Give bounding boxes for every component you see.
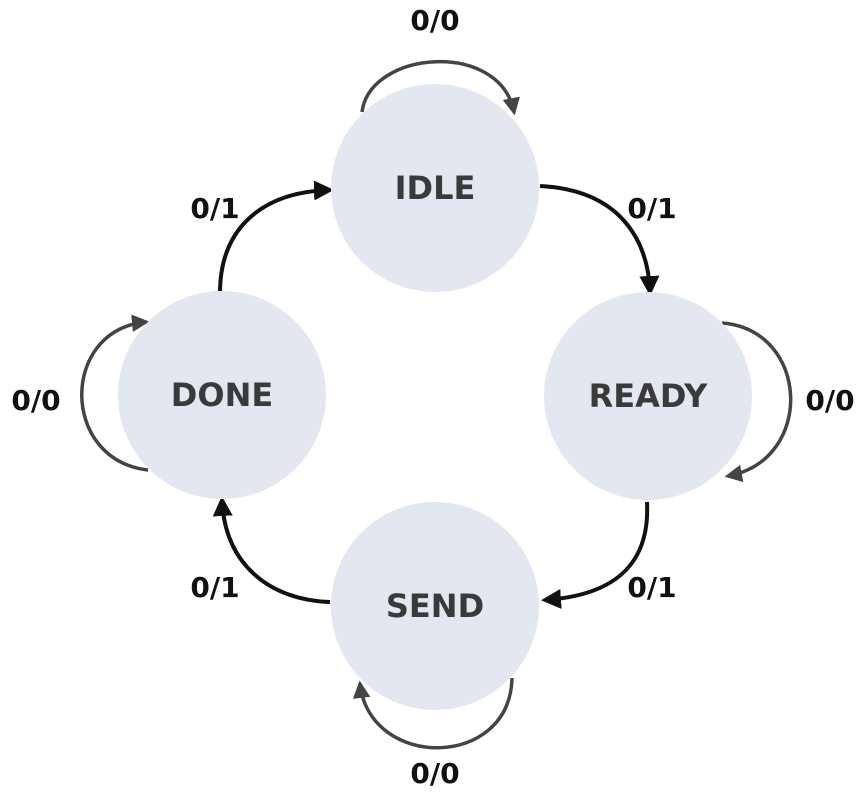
send-to-done-label: 0/1: [190, 571, 239, 604]
idle-to-ready-label: 0/1: [627, 192, 676, 225]
send-self-loop-arrow: [352, 677, 514, 750]
state-ready: READY: [544, 292, 752, 500]
send-self-label: 0/0: [410, 757, 459, 790]
state-idle: IDLE: [331, 84, 539, 292]
state-send: SEND: [331, 502, 539, 710]
done-to-idle-label: 0/1: [190, 192, 239, 225]
idle-self-label: 0/0: [410, 4, 459, 37]
state-done-label: DONE: [171, 376, 273, 414]
done-self-label: 0/0: [11, 384, 60, 417]
ready-self-loop-arrow: [721, 321, 793, 483]
ready-to-send-arrow: [541, 501, 650, 609]
send-to-done-arrow: [212, 496, 331, 604]
ready-to-send-label: 0/1: [627, 571, 676, 604]
state-send-label: SEND: [386, 587, 484, 625]
ready-self-label: 0/0: [805, 384, 854, 417]
idle-self-loop-arrow: [360, 59, 520, 116]
done-to-idle-arrow: [218, 180, 334, 294]
state-done: DONE: [118, 291, 326, 499]
idle-to-ready-arrow: [539, 184, 660, 296]
state-ready-label: READY: [589, 377, 709, 415]
done-self-loop-arrow: [80, 314, 150, 472]
state-idle-label: IDLE: [395, 169, 476, 207]
